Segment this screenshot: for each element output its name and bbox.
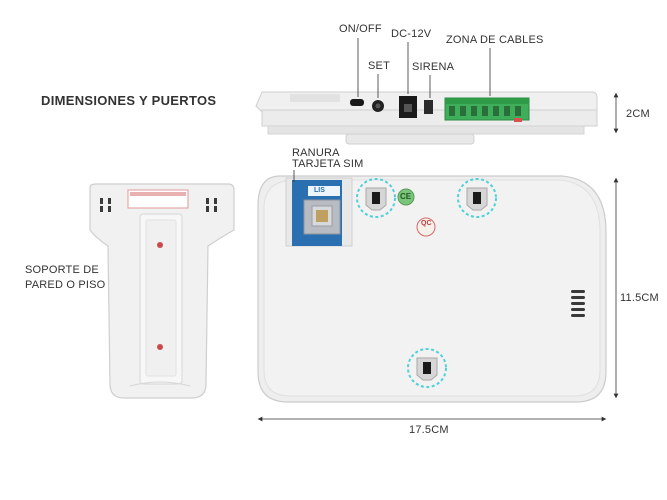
label-width: 17.5CM <box>409 424 449 436</box>
mount-hook-right <box>457 178 497 218</box>
label-stand-line1: SOPORTE DE <box>25 264 99 276</box>
wall-floor-stand <box>89 183 235 399</box>
label-zona-cables: ZONA DE CABLES <box>446 34 544 46</box>
label-dc: DC-12V <box>391 28 432 40</box>
qc-seal-text: QC <box>421 220 432 227</box>
device-top-view <box>255 91 598 145</box>
label-on-off: ON/OFF <box>339 23 382 35</box>
page-title: DIMENSIONES Y PUERTOS <box>41 93 217 108</box>
sim-tag: LIS <box>314 187 325 194</box>
qc-seal-icon <box>416 217 436 237</box>
terminal-block <box>444 97 530 121</box>
siren-port <box>424 100 433 114</box>
on-off-switch <box>350 99 364 106</box>
label-sim-line2: TARJETA SIM <box>292 158 364 170</box>
label-stand-line2: PARED O PISO <box>25 279 106 291</box>
sim-card-slot <box>285 177 353 247</box>
label-depth: 11.5CM <box>620 292 659 304</box>
label-set: SET <box>368 60 390 72</box>
label-sim-line1: RANURA <box>292 147 340 159</box>
ce-mark-text: CE <box>400 192 412 201</box>
mount-hook-left <box>356 178 396 218</box>
ce-mark-icon <box>397 188 415 206</box>
mount-hook-bottom <box>407 348 447 388</box>
label-height: 2CM <box>626 108 650 120</box>
label-sirena: SIRENA <box>412 61 455 73</box>
